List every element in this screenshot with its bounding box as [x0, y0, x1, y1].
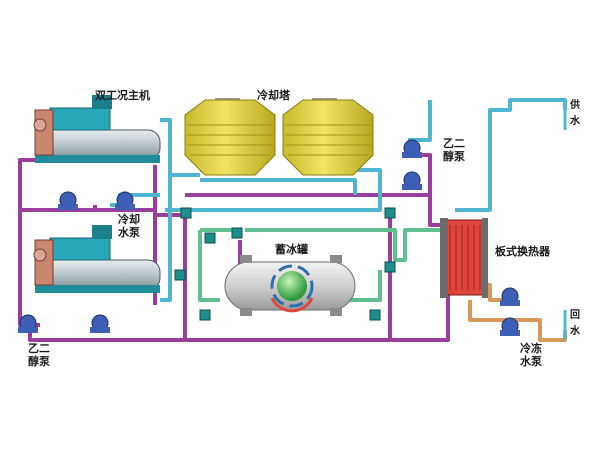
chilled-pump-lower [500, 317, 520, 336]
ice-storage-tank [224, 255, 356, 316]
label-dual-chiller: 双工况主机 [95, 88, 150, 102]
label-ice-tank: 蓄冰罐 [275, 242, 308, 256]
glycol-pump-upper [402, 139, 422, 158]
label-glycol-pump-top-1: 乙二 [443, 137, 465, 150]
label-supply-water-2: 水 [569, 114, 581, 127]
cooling-tower-right [282, 98, 374, 176]
chiller-unit-top [33, 95, 161, 163]
plate-heat-exchanger [440, 218, 488, 298]
glycol-pump-lower [402, 171, 422, 190]
chilled-pump-upper [500, 287, 520, 306]
valves [174, 207, 396, 321]
label-chilled-pump-1: 冷冻 [520, 341, 542, 355]
label-glycol-pump-top-2: 醇泵 [443, 149, 465, 163]
label-cooling-pump-2: 水泵 [118, 225, 140, 239]
label-plate-hx: 板式换热器 [495, 244, 551, 258]
glycol-pump-bottom-right [90, 314, 110, 333]
label-supply-water-1: 供 [569, 98, 580, 111]
label-glycol-pump-bottom-1: 乙二 [28, 342, 50, 355]
glycol-pipes [18, 153, 450, 342]
glycol-pump-bottom-left [18, 314, 38, 333]
label-chilled-pump-2: 水泵 [520, 354, 542, 368]
chiller-unit-bottom [33, 225, 161, 293]
labels: 双工况主机 冷却塔 冷却 水泵 乙二 醇泵 乙二 醇泵 蓄冰罐 板式换热器 冷冻… [28, 88, 581, 368]
label-glycol-pump-bottom-2: 醇泵 [28, 354, 50, 368]
label-return-water-2: 水 [569, 324, 581, 337]
glycol-pump-top-left [58, 191, 78, 210]
label-cooling-pump-1: 冷却 [118, 212, 140, 226]
glycol-pump-top-right [115, 191, 135, 210]
cooling-tower-left [184, 98, 276, 176]
label-cooling-tower: 冷却塔 [257, 88, 291, 102]
label-return-water-1: 回 [570, 309, 580, 321]
